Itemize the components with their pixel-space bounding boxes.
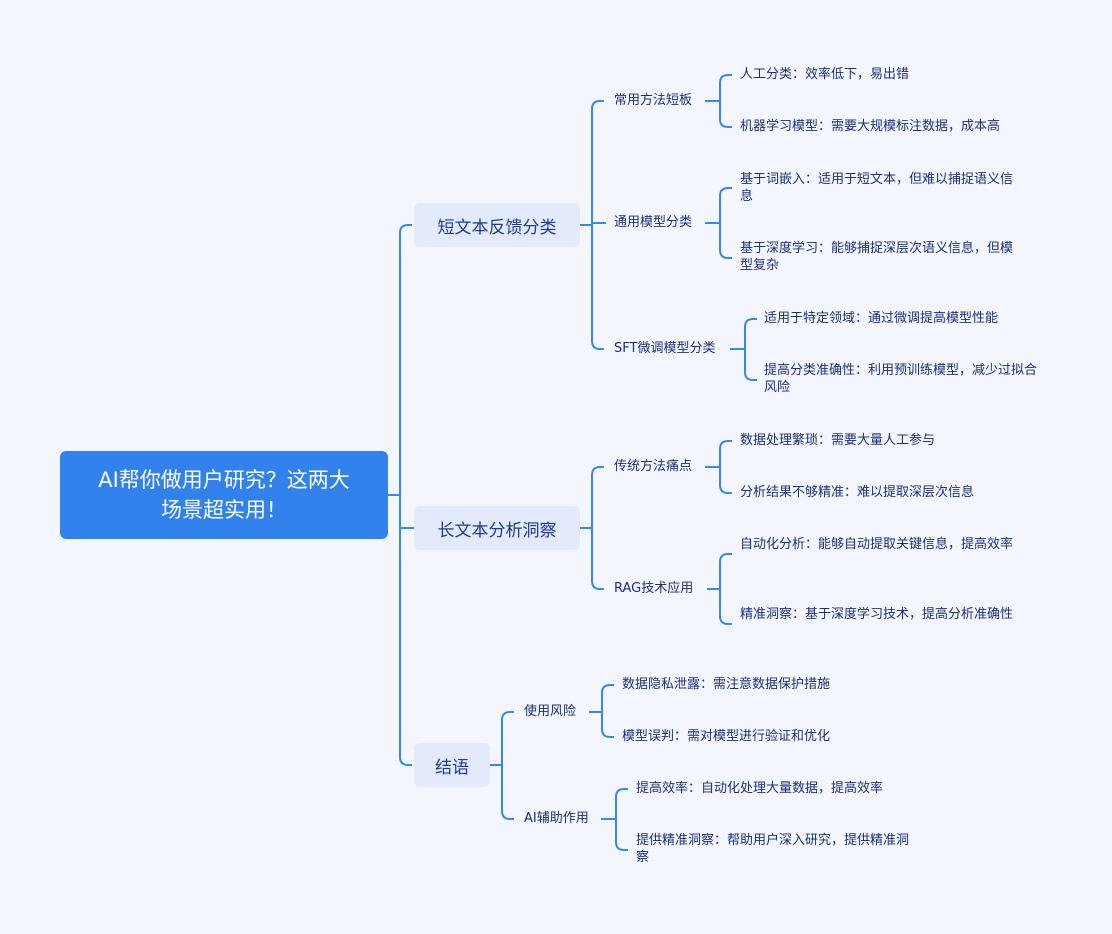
subtopic-node[interactable]: RAG技术应用 [614,581,694,596]
branch-long-text[interactable]: 长文本分析洞察 [414,506,580,550]
connector-line [601,684,614,738]
root-title: AI帮你做用户研究？这两大场景超实用！ [98,468,350,522]
branch-label: 短文本反馈分类 [437,217,557,238]
subtopic-node[interactable]: 常用方法短板 [614,93,693,108]
subtopic-node[interactable]: 使用风险 [524,704,577,719]
leaf-node[interactable]: 提高分类准确性：利用预训练模型，减少过拟合风险 [764,363,1038,395]
leaf-node[interactable]: 精准洞察：基于深度学习技术，提高分析准确性 [740,607,1014,622]
subtopic-node[interactable]: 传统方法痛点 [614,459,693,474]
connector-line [501,711,514,820]
leaf-node[interactable]: 机器学习模型：需要大规模标注数据，成本高 [740,119,1001,134]
leaf-node[interactable]: 数据处理繁琐：需要大量人工参与 [740,433,936,448]
connector-line [591,466,604,590]
branch-short-text[interactable]: 短文本反馈分类 [414,203,580,247]
leaf-node[interactable]: 基于词嵌入：适用于短文本，但难以捕捉语义信息 [740,172,1014,204]
connector-line [719,440,732,494]
leaf-node[interactable]: 分析结果不够精准：难以提取深层次信息 [740,485,975,500]
leaf-node[interactable]: 人工分类：效率低下，易出错 [740,67,910,82]
connector-line [719,187,732,259]
leaf-node[interactable]: 提高效率：自动化处理大量数据，提高效率 [636,781,884,796]
connector-line [719,74,732,128]
subtopic-node[interactable]: 通用模型分类 [614,215,693,230]
leaf-node[interactable]: 模型误判：需对模型进行验证和优化 [622,729,831,744]
branch-conclusion[interactable]: 结语 [414,743,490,787]
connector-line [744,318,757,381]
connector-line [719,553,732,625]
branch-label: 长文本分析洞察 [437,520,557,541]
root-node[interactable]: AI帮你做用户研究？这两大场景超实用！ [60,451,388,539]
connector-line [615,788,628,851]
branch-label: 结语 [435,757,469,778]
leaf-node[interactable]: 提供精准洞察：帮助用户深入研究，提供精准洞察 [636,833,910,865]
connector-line [399,224,412,766]
subtopic-node[interactable]: SFT微调模型分类 [614,341,716,356]
leaf-node[interactable]: 基于深度学习：能够捕捉深层次语义信息，但模型复杂 [740,241,1014,273]
leaf-node[interactable]: 数据隐私泄露：需注意数据保护措施 [622,677,831,692]
leaf-node[interactable]: 自动化分析：能够自动提取关键信息，提高效率 [740,537,1014,552]
connector-line [591,100,604,350]
subtopic-node[interactable]: AI辅助作用 [524,811,589,826]
leaf-node[interactable]: 适用于特定领域：通过微调提高模型性能 [764,311,999,326]
